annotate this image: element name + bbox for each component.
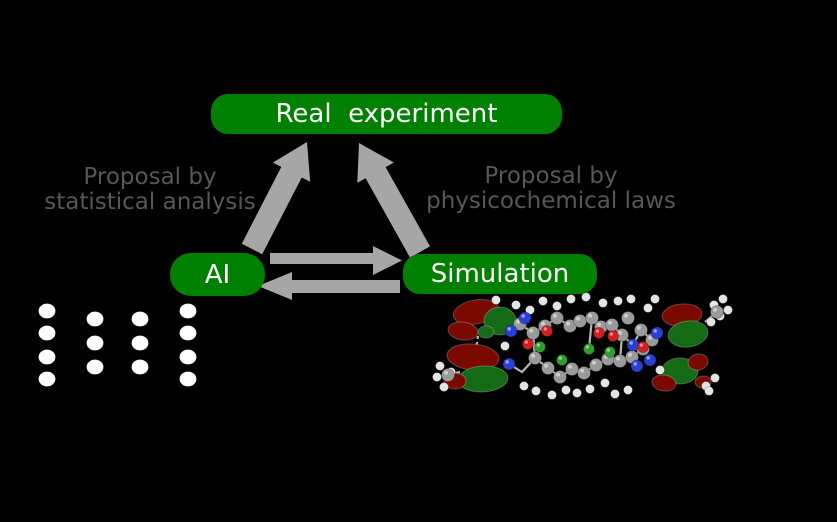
arrow-simulation-to-real-experiment bbox=[357, 143, 430, 258]
arrow-simulation-to-ai bbox=[258, 272, 400, 300]
node-ai-label: AI bbox=[204, 259, 231, 290]
label-proposal-physicochemical: Proposal by physicochemical laws bbox=[426, 164, 676, 214]
label-proposal-statistical-line1: Proposal by bbox=[83, 164, 217, 190]
molecular-orbital-image bbox=[432, 292, 733, 400]
node-real-experiment-label: Real experiment bbox=[275, 99, 498, 129]
arrow-ai-to-simulation bbox=[270, 246, 402, 275]
neural-network-dots bbox=[38, 303, 197, 387]
node-simulation: Simulation bbox=[403, 254, 597, 294]
label-proposal-physicochemical-line2: physicochemical laws bbox=[426, 188, 676, 214]
node-real-experiment: Real experiment bbox=[211, 94, 562, 134]
arrows-group bbox=[241, 142, 430, 300]
node-ai: AI bbox=[170, 253, 265, 296]
node-simulation-label: Simulation bbox=[430, 259, 570, 289]
arrow-ai-to-real-experiment bbox=[241, 142, 311, 255]
label-proposal-statistical: Proposal by statistical analysis bbox=[25, 165, 275, 215]
label-proposal-physicochemical-line1: Proposal by bbox=[484, 163, 618, 189]
label-proposal-statistical-line2: statistical analysis bbox=[44, 189, 256, 215]
